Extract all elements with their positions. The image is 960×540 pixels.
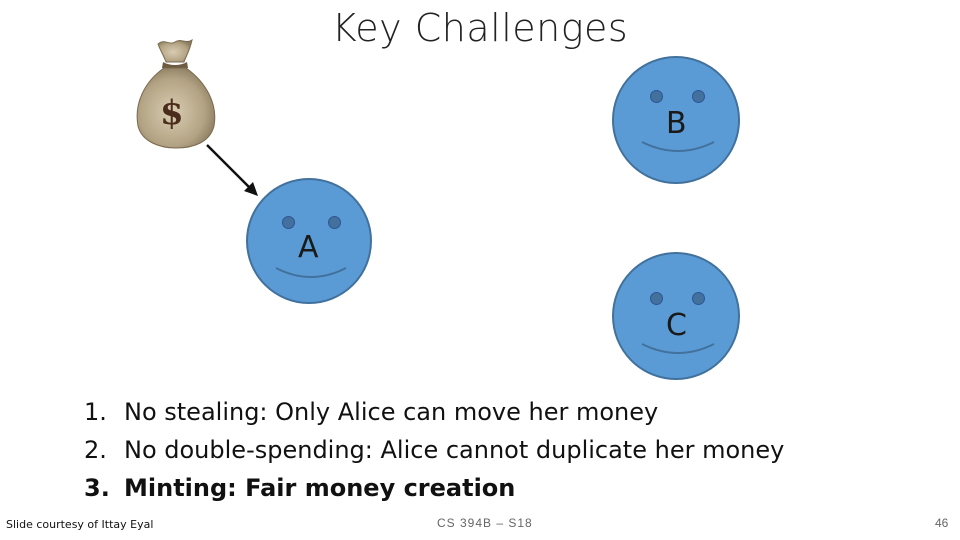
smile-icon bbox=[640, 340, 716, 360]
node-a: A bbox=[246, 178, 372, 304]
left-eye-icon bbox=[650, 292, 663, 305]
list-item-text: No double-spending: Alice cannot duplica… bbox=[124, 436, 784, 464]
list-item-number: 2. bbox=[84, 431, 124, 469]
arrow-icon bbox=[200, 138, 270, 208]
left-eye-icon bbox=[650, 90, 663, 103]
smile-icon bbox=[274, 264, 348, 284]
node-b-label: B bbox=[666, 106, 687, 141]
node-c: C bbox=[612, 252, 740, 380]
node-c-label: C bbox=[666, 308, 687, 343]
smile-icon bbox=[640, 138, 716, 158]
list-item-text: Minting: Fair money creation bbox=[124, 474, 515, 502]
challenge-list: 1.No stealing: Only Alice can move her m… bbox=[84, 393, 784, 507]
slide-credit: Slide courtesy of Ittay Eyal bbox=[6, 518, 153, 531]
left-eye-icon bbox=[282, 216, 295, 229]
list-item-number: 1. bbox=[84, 393, 124, 431]
right-eye-icon bbox=[692, 292, 705, 305]
course-label: CS 394B – S18 bbox=[437, 516, 533, 530]
dollar-sign: $ bbox=[160, 93, 184, 133]
list-item: 3.Minting: Fair money creation bbox=[84, 469, 784, 507]
list-item: 1.No stealing: Only Alice can move her m… bbox=[84, 393, 784, 431]
node-a-label: A bbox=[298, 230, 319, 265]
right-eye-icon bbox=[692, 90, 705, 103]
money-bag-icon: $ bbox=[130, 38, 220, 150]
list-item-number: 3. bbox=[84, 469, 124, 507]
list-item-text: No stealing: Only Alice can move her mon… bbox=[124, 398, 658, 426]
page-number: 46 bbox=[935, 516, 948, 530]
node-b: B bbox=[612, 56, 740, 184]
list-item: 2.No double-spending: Alice cannot dupli… bbox=[84, 431, 784, 469]
right-eye-icon bbox=[328, 216, 341, 229]
